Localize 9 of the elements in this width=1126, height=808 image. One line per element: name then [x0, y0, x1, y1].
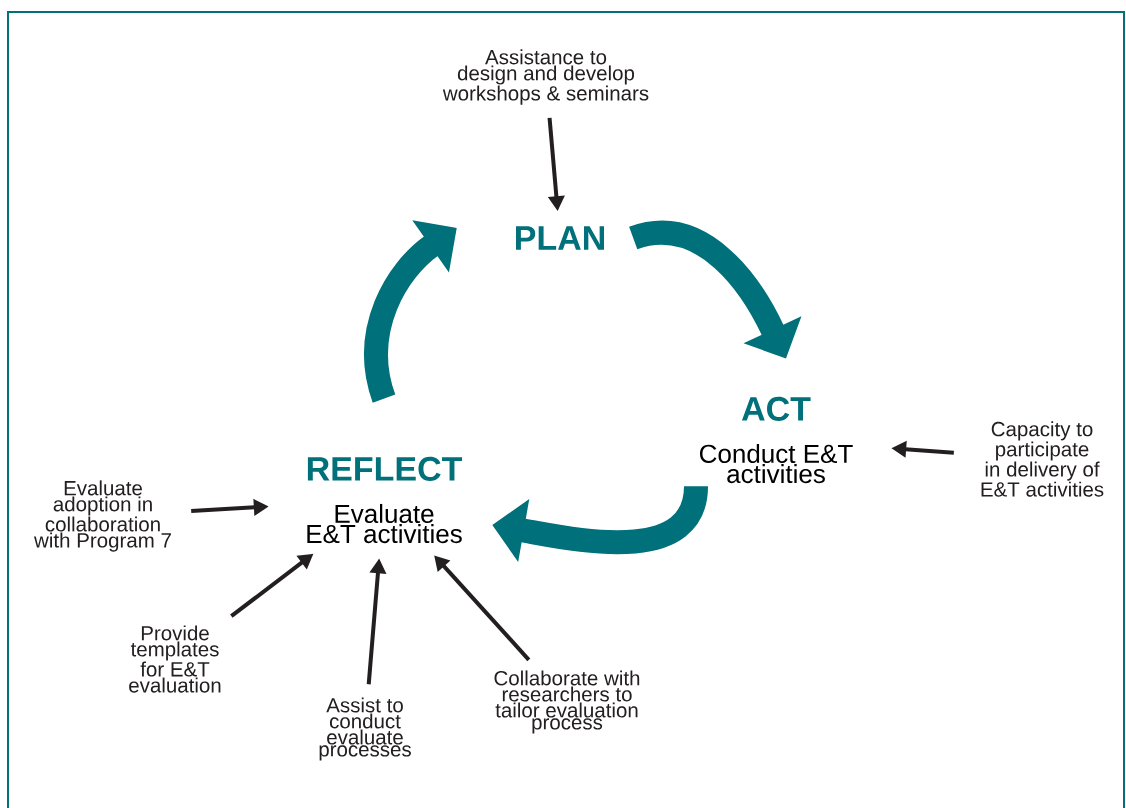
input-text: Evaluate adoption in collaboration with Program 7 — [34, 480, 171, 552]
input-text: Provide templates for E&T evaluation — [129, 625, 221, 693]
input-text: Collaborate with researchers to tailor evaluation process — [494, 670, 640, 734]
stage-label: ACT Conduct E&T activities — [700, 396, 853, 484]
input-text: Assist to conduct evaluate processes — [319, 697, 411, 761]
input-text: Capacity to participate in delivery of E&T activities — [981, 421, 1104, 497]
stage-label: REFLECT Evaluate E&T activities — [307, 456, 463, 544]
input-text: Assistance to design and develop workshops & seminars — [442, 49, 649, 105]
stage-heading: PLAN — [516, 226, 604, 250]
